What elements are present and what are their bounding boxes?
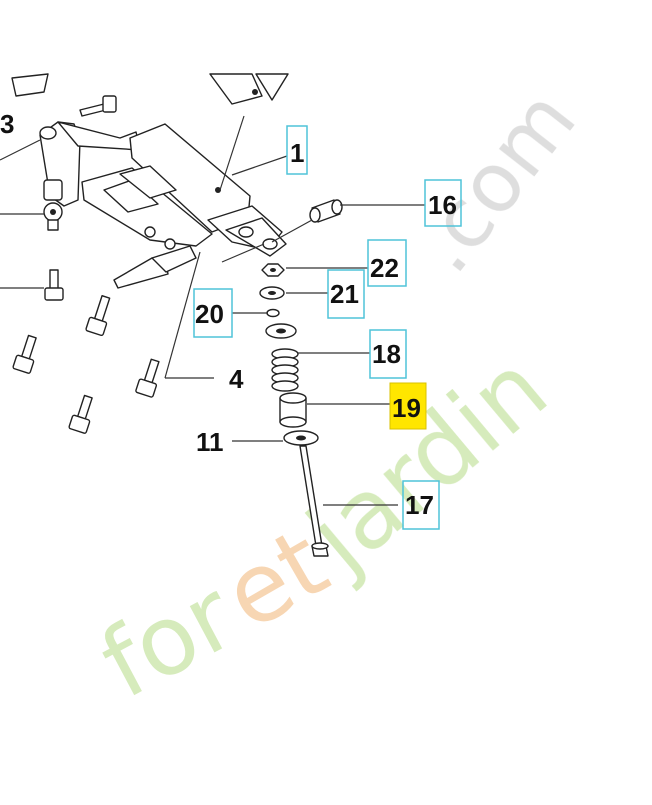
bolt-b	[85, 294, 111, 337]
callout-label-17: 17	[405, 490, 434, 520]
leader-lines	[0, 115, 425, 506]
loose-bolts	[12, 269, 160, 434]
callout-label-16: 16	[428, 190, 457, 220]
part-18-spring	[271, 348, 299, 392]
callout-label-18: 18	[372, 339, 401, 369]
bolt-d	[135, 358, 160, 398]
part-16-pin	[309, 199, 343, 223]
callout-17[interactable]: 17	[402, 480, 440, 530]
callout-21[interactable]: 21	[327, 269, 365, 319]
mount-stack	[259, 263, 329, 557]
watermark-jardin: jardin	[286, 332, 568, 594]
bolt-c	[12, 334, 37, 374]
callout-label-4: 4	[229, 364, 244, 394]
part-22-nut	[261, 263, 285, 277]
callout-11[interactable]: 11	[196, 427, 224, 457]
callout-label-22: 22	[370, 253, 399, 283]
part-19-bushing	[279, 392, 307, 428]
callout-label-20: 20	[195, 299, 224, 329]
callout-label-21: 21	[330, 279, 359, 309]
callout-20[interactable]: 20	[193, 288, 233, 338]
top-cropped-parts: 3	[0, 73, 289, 139]
callout-1[interactable]: 1	[286, 125, 308, 175]
part-washer-large	[265, 323, 297, 339]
part-20-washer	[266, 308, 280, 318]
callout-18[interactable]: 18	[369, 329, 407, 379]
callout-label-19: 19	[392, 393, 421, 423]
bolt-a	[44, 269, 64, 301]
callout-19[interactable]: 19	[389, 382, 427, 430]
bolt-e	[68, 394, 93, 434]
part-21-washer	[259, 286, 285, 300]
callout-4[interactable]: 4	[229, 364, 244, 394]
part-17-bolt	[299, 445, 329, 557]
main-bracket-assembly	[39, 95, 287, 289]
svg-text:3: 3	[0, 109, 14, 139]
callout-label-1: 1	[290, 138, 304, 168]
part-11-washer	[283, 430, 319, 446]
callout-22[interactable]: 22	[367, 239, 407, 287]
callout-16[interactable]: 16	[424, 179, 462, 227]
callout-label-11: 11	[196, 427, 224, 457]
